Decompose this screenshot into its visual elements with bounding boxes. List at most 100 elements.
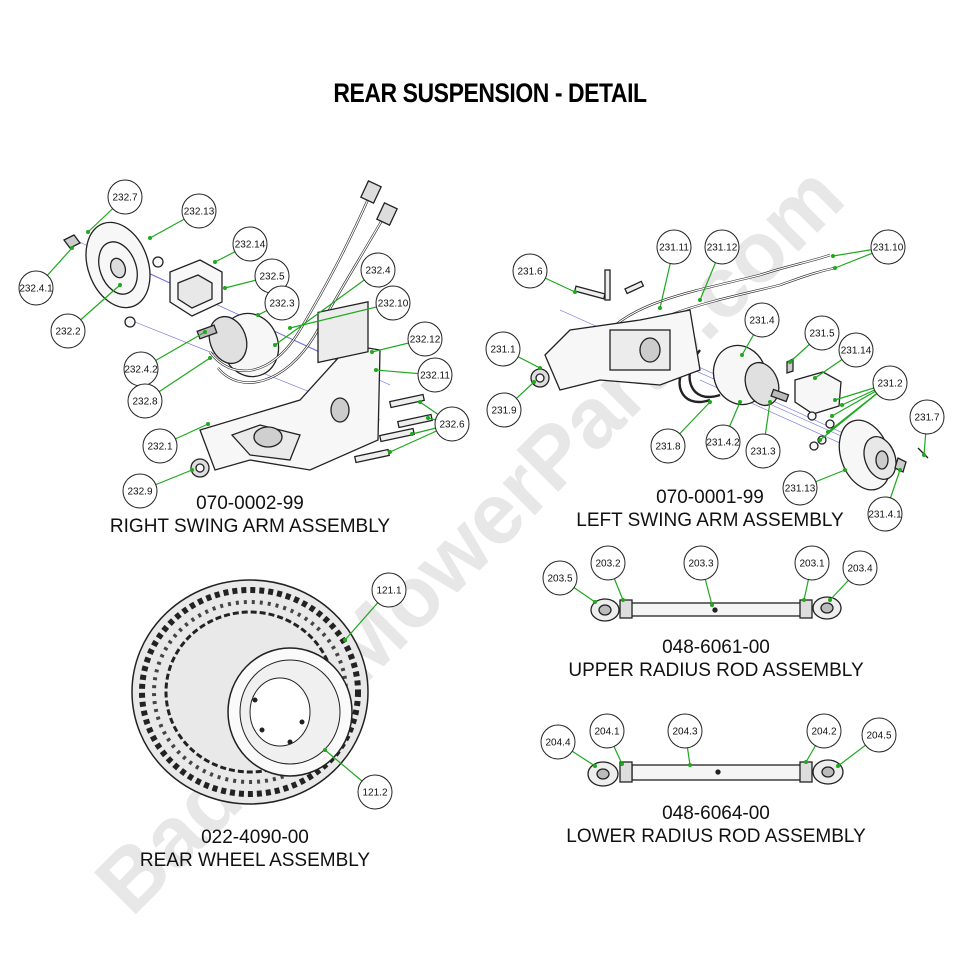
callout-232-4-1: 232.4.1 [18, 246, 74, 306]
callout-label: 121.1 [376, 586, 401, 597]
callout-balloon [867, 496, 903, 532]
leader-arrowhead [828, 598, 832, 602]
leader-arrowhead [374, 368, 378, 372]
callout-label: 231.11 [659, 243, 689, 254]
callout-label: 204.3 [672, 727, 697, 738]
callout-balloon [434, 406, 470, 442]
callout-balloon [744, 302, 780, 338]
callout-balloon [806, 713, 842, 749]
callout-balloon [375, 285, 411, 321]
callout-label: 232.5 [259, 272, 284, 283]
callout-232-8: 232.8 [127, 356, 212, 419]
callout-label: 203.4 [847, 564, 872, 575]
assembly-name: RIGHT SWING ARM ASSEMBLY [109, 516, 391, 537]
callout-balloon [360, 252, 396, 288]
callout-231-4: 231.4 [740, 302, 780, 357]
callout-balloon [650, 428, 686, 464]
assembly-name: LEFT SWING ARM ASSEMBLY [576, 510, 844, 531]
callout-label: 204.2 [811, 727, 836, 738]
leader-arrowhead [208, 356, 212, 360]
leader-arrowhead [388, 450, 392, 454]
assembly-name: LOWER RADIUS ROD ASSEMBLY [566, 826, 866, 847]
callout-balloon [407, 321, 443, 357]
callout-label: 203.2 [595, 559, 620, 570]
leader-line [289, 302, 394, 329]
left-swing-arm-drawing [530, 253, 929, 491]
callout-label: 232.12 [410, 335, 441, 346]
callout-231-4-1: 231.4.1 [867, 468, 903, 532]
leader-arrowhead [213, 260, 217, 264]
callout-231-9: 231.9 [486, 380, 536, 428]
leader-arrowhead [323, 748, 327, 752]
callout-label: 232.14 [235, 240, 266, 251]
callout-label: 231.10 [873, 243, 904, 254]
callout-label: 231.6 [517, 267, 542, 278]
leader-arrowhead [203, 330, 207, 334]
leader-arrowhead [708, 400, 712, 404]
callout-label: 204.4 [545, 738, 570, 749]
assembly-name: REAR WHEEL ASSEMBLY [139, 850, 371, 871]
callout-balloon [142, 428, 178, 464]
leader-arrowhead [426, 416, 430, 420]
callout-203-4: 203.4 [828, 550, 878, 602]
leader-arrowhead [830, 414, 834, 418]
leader-arrowhead [538, 366, 542, 370]
callout-balloon [417, 357, 453, 393]
leader-arrowhead [621, 598, 625, 602]
callout-balloon [486, 392, 522, 428]
callout-231-2: 231.2 [818, 365, 908, 442]
callout-232-7: 232.7 [86, 179, 143, 234]
assembly-label-upper-radius-rod: 048-6061-00 UPPER RADIUS ROD ASSEMBLY [526, 636, 906, 682]
callout-label: 204.1 [594, 727, 619, 738]
callout-203-3: 203.3 [683, 545, 719, 607]
leader-arrowhead [593, 600, 597, 604]
leader-arrowhead [688, 763, 692, 767]
callout-balloon [656, 229, 692, 265]
callout-204-5: 204.5 [836, 717, 897, 768]
callout-204-3: 204.3 [667, 713, 703, 767]
leader-arrowhead [370, 350, 374, 354]
callout-balloon [667, 713, 703, 749]
leader-arrowhead [256, 313, 260, 317]
callout-label: 232.13 [184, 207, 215, 218]
callout-balloon [542, 560, 578, 596]
callout-balloon [705, 424, 741, 460]
callout-232-9: 232.9 [122, 468, 194, 509]
leader-arrowhead [802, 598, 806, 602]
callout-label: 231.4.2 [706, 438, 740, 449]
callout-231-12: 231.12 [698, 229, 740, 302]
leader-arrowhead [658, 306, 662, 310]
callout-204-1: 204.1 [589, 713, 625, 766]
callout-balloon [540, 724, 576, 760]
callout-204-2: 204.2 [804, 713, 842, 764]
leader-arrowhead [843, 468, 847, 472]
part-number: 070-0001-99 [656, 487, 764, 508]
callout-label: 232.4 [365, 266, 390, 277]
callout-label: 203.3 [688, 559, 713, 570]
callout-232-1: 232.1 [142, 422, 210, 464]
callout-balloon [50, 313, 86, 349]
upper-radius-rod-drawing [590, 596, 842, 622]
callout-203-2: 203.2 [590, 545, 626, 602]
callout-label: 232.7 [112, 193, 137, 204]
leader-arrowhead [148, 236, 152, 240]
part-number: 048-6064-00 [662, 803, 770, 824]
callout-232-13: 232.13 [148, 193, 217, 240]
callout-balloon [590, 545, 626, 581]
callout-balloon [909, 399, 945, 435]
callout-label: 231.7 [914, 413, 939, 424]
callout-balloon [745, 433, 781, 469]
callout-balloon [485, 331, 521, 367]
callout-balloon [861, 717, 897, 753]
callout-231-1: 231.1 [485, 331, 542, 370]
leader-arrowhead [804, 760, 808, 764]
callout-231-14: 231.14 [813, 332, 874, 380]
assembly-name: UPPER RADIUS ROD ASSEMBLY [568, 660, 864, 681]
leader-arrowhead [70, 246, 74, 250]
callout-balloon [704, 229, 740, 265]
leader-arrowhead [840, 403, 844, 407]
callout-label: 232.1 [147, 442, 172, 453]
callout-label: 232.3 [269, 299, 294, 310]
callout-label: 203.1 [799, 559, 824, 570]
